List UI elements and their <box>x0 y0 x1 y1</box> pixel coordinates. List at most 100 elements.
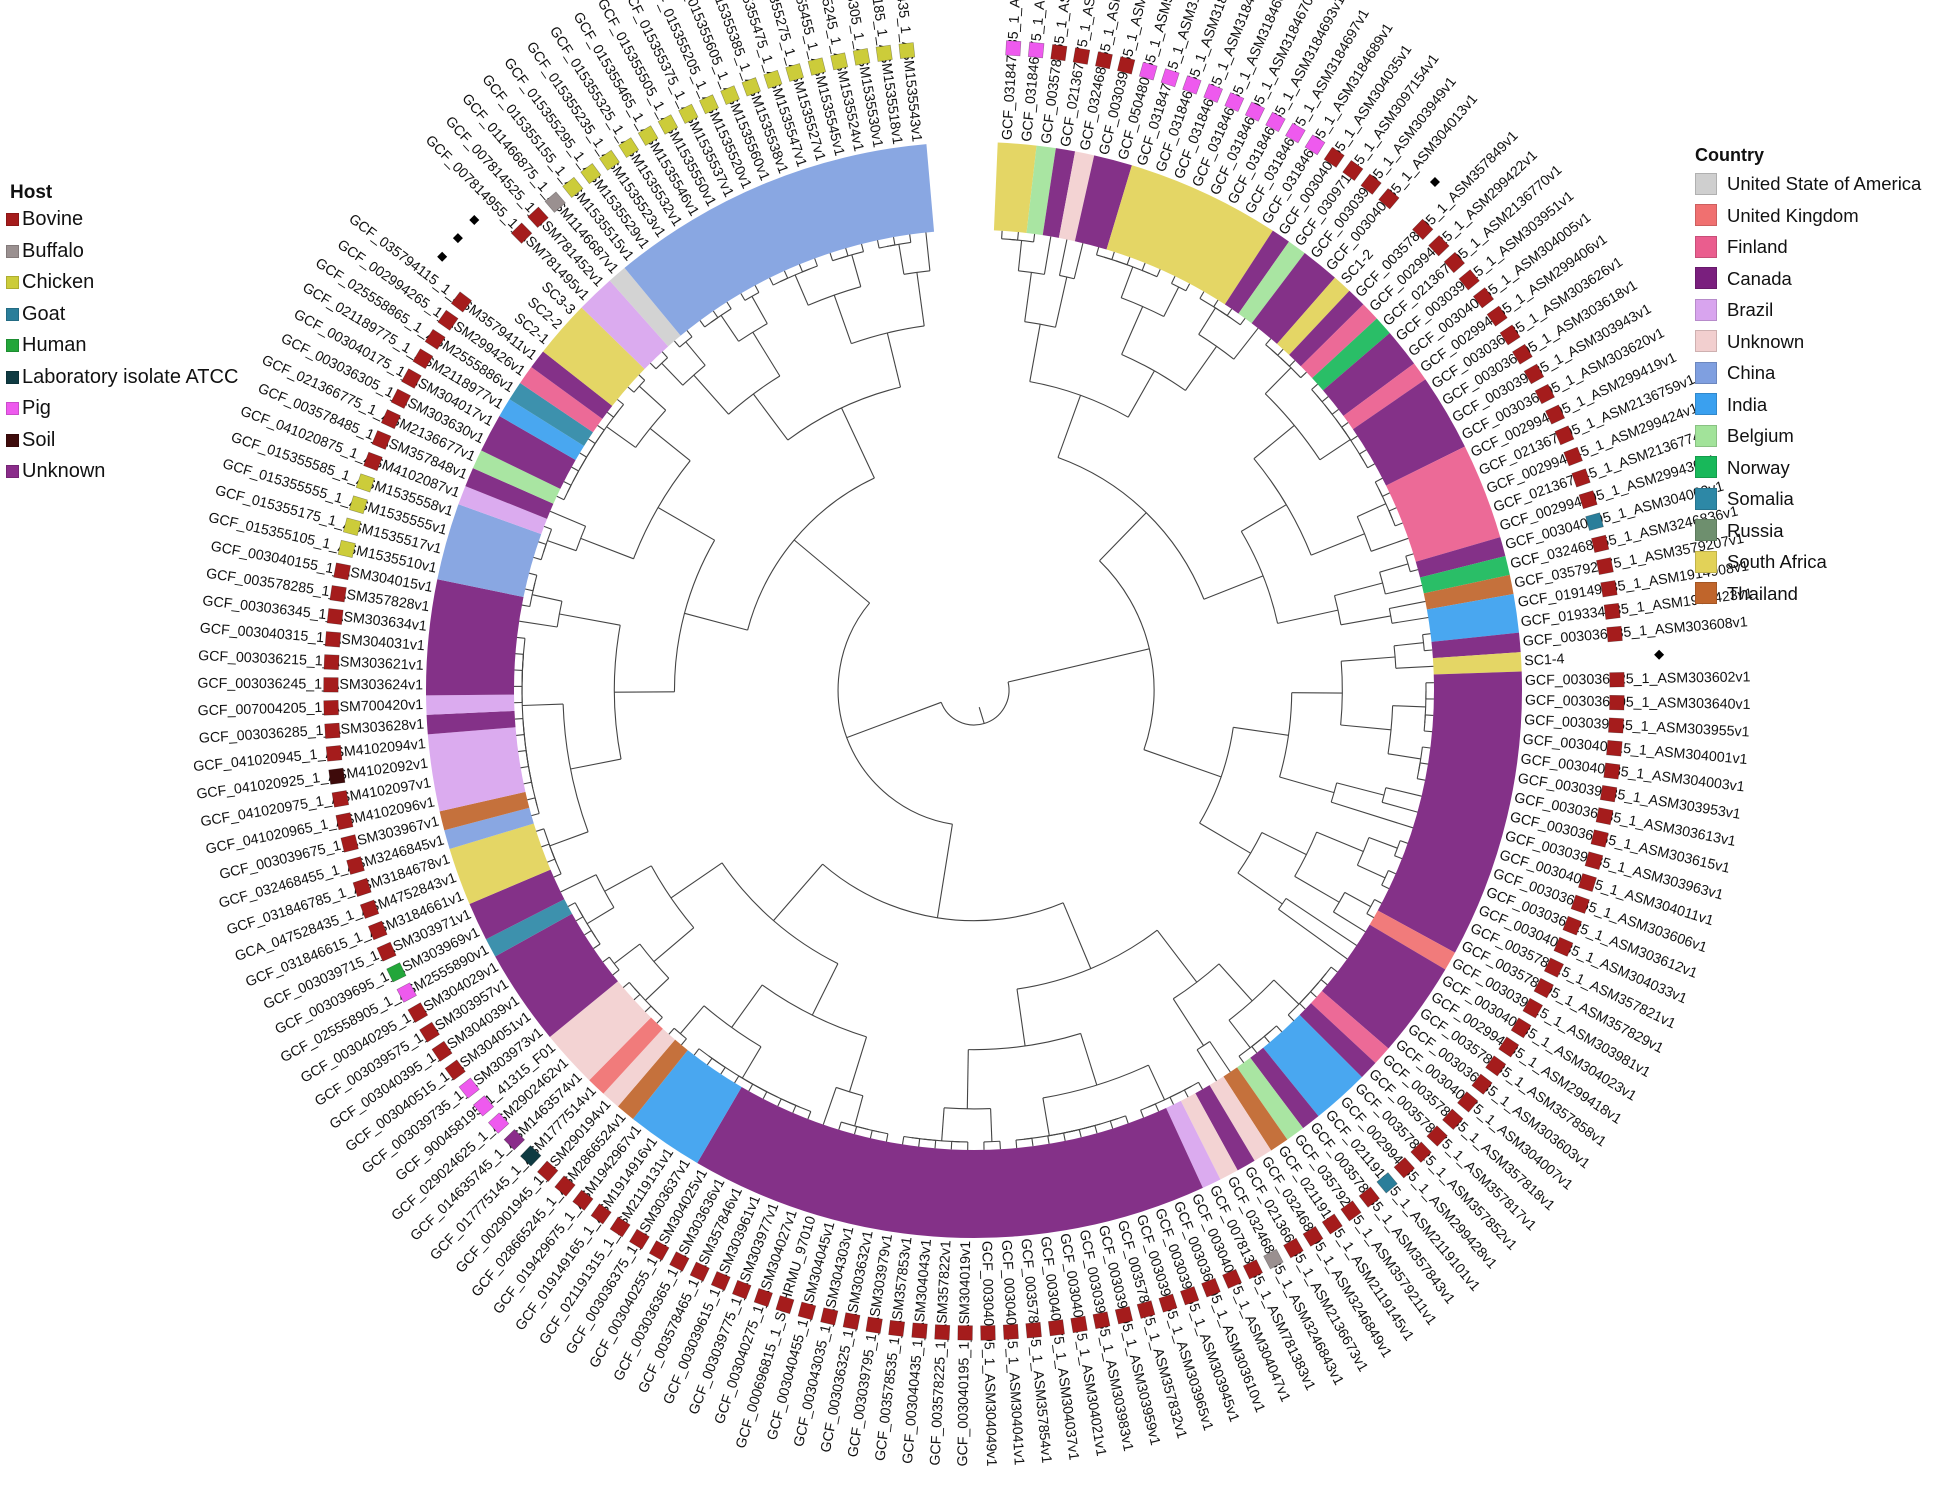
tip-label: GCF_003036405_1_ASM303640v1 <box>1525 693 1751 713</box>
study-isolate-marker <box>1654 649 1665 660</box>
branch <box>549 510 586 527</box>
branch-arc <box>650 865 695 929</box>
host-square-buffalo <box>1263 1248 1284 1270</box>
host-square-bovine <box>363 451 383 472</box>
host-square-bovine <box>1002 1323 1019 1340</box>
country-band-canada <box>1299 1003 1376 1078</box>
host-legend-swatch <box>6 339 19 353</box>
host-square-bovine <box>444 1059 466 1081</box>
branch-arc <box>787 386 901 441</box>
tip-label: GCF_007004205_1_ASM700420v1 <box>197 697 423 719</box>
host-square-bovine <box>1222 1268 1242 1289</box>
host-square-bovine <box>335 812 354 831</box>
country-legend-label: Russia <box>1727 519 1784 541</box>
host-square-chicken <box>852 48 871 66</box>
host-square-bovine <box>1603 762 1621 780</box>
country-legend-label: Thailand <box>1727 582 1798 604</box>
host-square-bovine <box>1179 1286 1200 1306</box>
country-band-finland <box>1343 363 1426 430</box>
branch-arc <box>851 325 925 345</box>
host-square-bovine <box>1499 324 1521 346</box>
branch-arc <box>1110 1115 1126 1122</box>
branch-arc <box>802 265 818 273</box>
branch <box>1080 1033 1098 1086</box>
host-square-human <box>386 962 407 983</box>
branch-arc <box>563 484 572 500</box>
branch <box>1333 911 1366 933</box>
host-square-pig <box>1138 61 1158 81</box>
branch <box>1095 247 1100 256</box>
branch <box>521 604 530 608</box>
country-band-canada <box>495 913 618 1037</box>
branch <box>706 1057 713 1066</box>
branch <box>1033 233 1036 242</box>
branch <box>1405 553 1414 557</box>
host-square-bovine <box>842 1312 861 1330</box>
branch-arc <box>983 1140 1000 1143</box>
host-square-bovine <box>1340 1200 1362 1222</box>
branch-arc <box>822 863 1064 922</box>
host-legend-label: Soil <box>22 428 56 451</box>
host-square-bovine <box>1608 717 1625 734</box>
country-legend-swatch <box>1695 582 1717 605</box>
host-square-bovine <box>1562 915 1583 936</box>
country-band-finland <box>1300 304 1377 379</box>
host-square-buffalo <box>544 191 566 213</box>
branch-arc <box>711 1057 726 1068</box>
branch <box>1330 966 1338 973</box>
branch <box>584 930 592 936</box>
host-square-chicken <box>580 163 602 185</box>
host-square-bovine <box>797 1301 817 1321</box>
branch-arc <box>534 797 540 814</box>
host-legend-swatch <box>6 465 19 479</box>
country-legend-item-india: India <box>1695 389 1921 421</box>
country-band-canada <box>425 579 524 696</box>
tip-label: GCF_003036245_1_ASM303624v1 <box>197 676 423 694</box>
branch <box>1422 746 1431 749</box>
branch <box>1276 1025 1283 1033</box>
branch-arc <box>574 902 584 918</box>
host-square-bovine <box>1591 534 1610 553</box>
host-square-bovine <box>401 368 422 389</box>
branch <box>1294 875 1340 903</box>
host-square-chicken <box>342 517 362 536</box>
country-band-norway <box>1420 555 1510 594</box>
host-square-bovine <box>1523 363 1545 385</box>
branch <box>1340 724 1392 731</box>
branch <box>754 285 760 293</box>
branch-arc <box>1213 306 1228 317</box>
country-legend-swatch <box>1695 330 1717 353</box>
country-band-thailand <box>617 1039 688 1119</box>
branch <box>886 332 902 388</box>
branch-arc <box>1332 892 1346 913</box>
branch <box>1359 449 1367 455</box>
branch <box>685 341 706 366</box>
country-band-belgium <box>1026 145 1056 236</box>
branch-arc <box>532 575 538 591</box>
branch <box>807 1111 812 1120</box>
branch <box>1073 242 1084 279</box>
branch <box>536 828 545 832</box>
country-band-canada <box>426 710 516 735</box>
branch <box>1058 239 1068 276</box>
branch <box>556 495 565 501</box>
branch <box>699 320 706 328</box>
country-band-canada <box>1042 148 1076 238</box>
branch-arc <box>1198 333 1235 360</box>
branch <box>1387 753 1421 760</box>
host-square-bovine <box>957 1325 973 1341</box>
branch <box>740 293 746 301</box>
branch <box>712 310 719 318</box>
branch-arc <box>835 1086 864 1097</box>
host-square-bovine <box>407 1002 429 1023</box>
branch <box>1253 424 1295 460</box>
country-band-canada <box>697 1087 1203 1239</box>
branch-arc <box>1141 269 1158 278</box>
branch <box>1109 1120 1114 1129</box>
host-square-bovine <box>1457 1091 1479 1113</box>
country-band-canada <box>1250 1047 1319 1129</box>
host-square-bovine <box>1603 602 1621 620</box>
host-square-bovine <box>1201 1277 1221 1298</box>
country-legend-swatch <box>1695 456 1717 479</box>
branch <box>1273 979 1300 1005</box>
